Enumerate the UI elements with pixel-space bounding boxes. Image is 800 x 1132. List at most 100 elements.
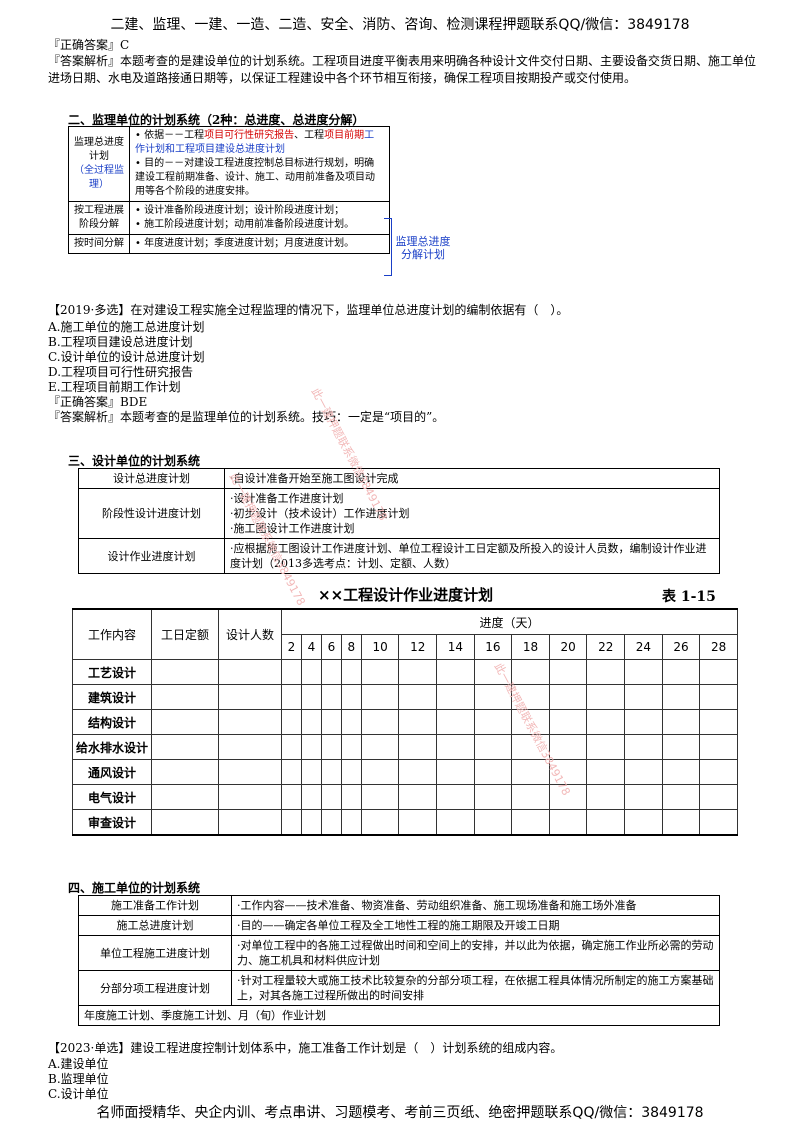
cons-row1-text: ·工作内容——技术准备、物资准备、劳动组织准备、施工现场准备和施工场外准备 [231,895,720,916]
gantt-day-2: 2 [281,634,302,660]
gantt-day-24: 24 [624,634,663,660]
gantt-task-name: 建筑设计 [72,684,152,710]
gantt-cell [398,784,438,810]
section2-title: 二、监理单位的计划系统（2种：总进度、总进度分解） [68,113,365,127]
table-row: 电气设计 [72,784,738,810]
gantt-cell [340,759,362,785]
gantt-cell [398,684,438,710]
row1-content: • 依据－－工程项目可行性研究报告、工程项目前期工作计划和工程项目建设总进度计划… [129,126,390,202]
q2023-option-c: C.设计单位 [48,1087,109,1101]
cons-row2-text: ·目的——确定各单位工程及全工地性工程的施工期限及开竣工日期 [231,915,720,936]
gantt-cell [300,659,322,685]
gantt-cell [624,784,663,810]
gantt-cell [624,684,663,710]
gantt-cell [699,759,738,785]
gantt-day-18: 18 [511,634,550,660]
gantt-task-name: 电气设计 [72,784,152,810]
section4-title: 四、施工单位的计划系统 [68,881,201,895]
gantt-cell [661,759,701,785]
gantt-cell [436,809,475,836]
gantt-task-name: 结构设计 [72,709,152,735]
gantt-cell [300,684,322,710]
gantt-cell [624,659,663,685]
gantt-cell [436,659,475,685]
gantt-cell [320,809,342,836]
gantt-cell [624,809,663,836]
gantt-cell [661,684,701,710]
gantt-day-8: 8 [340,634,362,660]
gantt-cell [320,659,342,685]
gantt-cell [151,659,219,685]
gantt-cell [699,809,738,836]
row1-label-sub: （全过程监理） [74,165,124,190]
gantt-task-name: 工艺设计 [72,659,152,685]
gantt-cell [218,684,282,710]
row2-content: • 设计准备阶段进度计划；设计阶段进度计划； • 施工阶段进度计划；动用前准备阶… [129,201,390,235]
table-row: 审查设计 [72,809,738,836]
row1-b1-red1: 项目可行性研究报告 [204,130,295,141]
cons-row1-label: 施工准备工作计划 [78,895,232,916]
construction-plan-table: 施工准备工作计划 ·工作内容——技术准备、物资准备、劳动组织准备、施工现场准备和… [78,895,720,1026]
gantt-cell [548,809,588,836]
gantt-cell [699,784,738,810]
gantt-table-no: 表 1-15 [662,589,716,605]
gantt-cell [586,759,626,785]
gantt-cell [300,734,322,760]
cons-row4-label: 分部分项工程进度计划 [78,970,232,1006]
gantt-cell [281,784,302,810]
gantt-col-progress: 进度（天） [281,608,738,635]
gantt-cell [151,809,219,836]
gantt-day-12: 12 [398,634,438,660]
cons-row3-text: ·对单位工程中的各施工过程做出时间和空间上的安排，并以此为依据，确定施工作业所必… [231,935,720,971]
gantt-cell [436,784,475,810]
gantt-cell [586,659,626,685]
gantt-day-10: 10 [360,634,400,660]
row1-label: 监理总进度计划 （全过程监理） [68,126,130,202]
gantt-cell [281,809,302,836]
page-footer: 名师面授精华、央企内训、考点串讲、习题模考、考前三页纸、绝密押题联系QQ/微信：… [96,1105,704,1121]
row2-label: 按工程进展阶段分解 [68,201,130,235]
gantt-day-4: 4 [300,634,322,660]
q2023-stem: 【2023·单选】建设工程进度控制计划体系中，施工准备工作计划是（ ）计划系统的… [48,1041,563,1055]
gantt-cell [151,684,219,710]
gantt-cell [218,784,282,810]
gantt-cell [473,734,513,760]
q2023-option-b: B.监理单位 [48,1072,109,1086]
table-row: 工艺设计 [72,659,738,685]
gantt-cell [340,709,362,735]
gantt-cell [586,709,626,735]
gantt-cell [473,759,513,785]
gantt-cell [511,734,550,760]
analysis-paragraph: 『答案解析』本题考查的是建设单位的计划系统。工程项目进度平衡表用来明确各种设计文… [48,54,757,85]
gantt-cell [340,659,362,685]
q2019-option-c: C.设计单位的设计总进度计划 [48,350,205,364]
row1-b1-red2: 项目前期 [324,130,365,141]
gantt-cell [511,809,550,836]
gantt-cell [300,784,322,810]
gantt-cell [360,809,400,836]
gantt-cell [151,759,219,785]
table-row: 结构设计 [72,709,738,735]
gantt-task-name: 给水排水设计 [72,734,152,760]
design-row1-text: ·自设计准备开始至施工图设计完成 [224,468,720,489]
gantt-cell [151,734,219,760]
row2-b2: 施工阶段进度计划；动用前准备阶段进度计划。 [144,219,355,230]
gantt-cell [320,759,342,785]
gantt-body: 工艺设计建筑设计结构设计给水排水设计通风设计电气设计审查设计 [72,659,738,836]
gantt-title: ××工程设计作业进度计划 [318,586,494,604]
design-row3-text: ·应根据施工图设计工作进度计划、单位工程设计工日定额及所投入的设计人员数，编制设… [224,538,720,574]
gantt-cell [320,734,342,760]
gantt-day-26: 26 [661,634,701,660]
gantt-cell [300,759,322,785]
gantt-cell [661,734,701,760]
q2019-option-b: B.工程项目建设总进度计划 [48,335,193,349]
row3-label: 按时间分解 [68,234,130,254]
cons-row3-label: 单位工程施工进度计划 [78,935,232,971]
gantt-cell [320,684,342,710]
table-row: 通风设计 [72,759,738,785]
row3-content: • 年度进度计划；季度进度计划；月度进度计划。 [129,234,390,254]
gantt-cell [340,684,362,710]
row1-b2: 目的－－对建设工程进度控制总目标进行规划，明确建设工程前期准备、设计、施工、动用… [135,158,375,197]
gantt-cell [661,809,701,836]
